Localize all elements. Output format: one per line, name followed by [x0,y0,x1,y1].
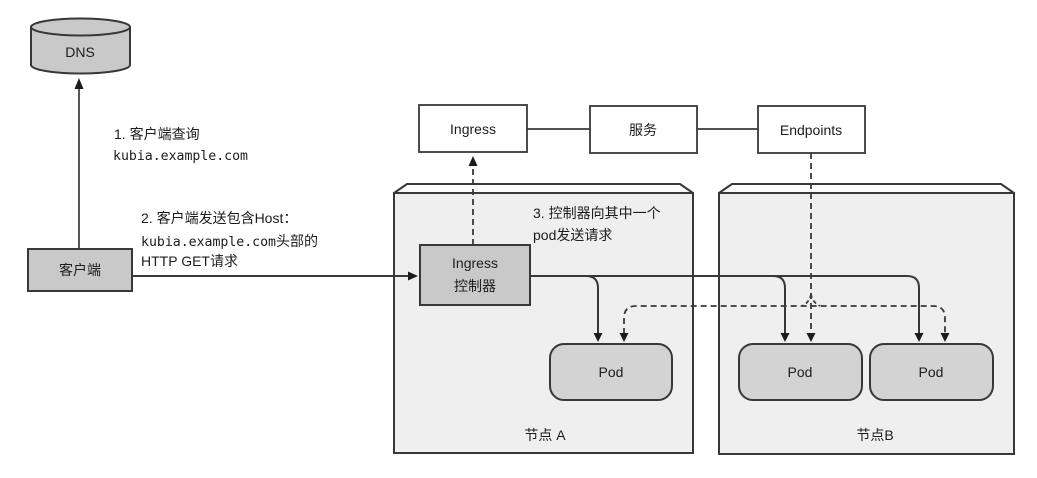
step1-line1: 1. 客户端查询 [114,126,200,142]
node-b: 节点B [718,183,1015,455]
node-b-top-face [718,183,1015,194]
dashed-fork-right [810,293,821,307]
service-label: 服务 [629,122,657,138]
client-controller-arrowhead [408,271,418,281]
ingress-resource: Ingress [418,104,528,153]
pod-a-box [549,343,673,401]
step2-line2: kubia.example.com头部的 [141,233,318,250]
controller-ingress-arrowhead [468,156,478,166]
route-to-pod-a [585,275,599,334]
endpoints-horizontal-dashed [623,305,946,334]
step1-annotation: 1. 客户端查询 kubia.example.com [113,126,248,164]
step3-line1: 3. 控制器向其中一个 [533,205,661,221]
route-pod-a-arrowhead [593,333,603,342]
node-a-top-face [393,183,694,194]
endpoints-pod-b2-arrowhead [940,333,950,342]
pod-b1-box [738,343,863,401]
step2-line2-suffix: 头部的 [276,233,318,249]
ingress-controller-label-line1: Ingress [452,255,498,271]
node-a-front-face [393,192,694,454]
client-dns-arrow [74,78,84,248]
ingress-controller: Ingress 控制器 [419,244,531,306]
node-a: 节点 A [393,183,694,454]
service-box [589,105,698,154]
step1-line2: kubia.example.com [113,149,248,164]
client-controller-arrow [132,271,418,281]
pod-b2-box [869,343,994,401]
client: 客户端 [27,248,133,292]
endpoints-pod-dashed-routes [619,153,950,342]
ingress-controller-box [419,244,531,306]
step3-annotation: 3. 控制器向其中一个 pod发送请求 [533,205,661,243]
route-pod-b1-arrowhead [780,333,790,342]
node-b-label: 节点B [856,427,893,443]
endpoints-box [757,105,866,154]
service-resource: 服务 [589,105,698,154]
dns-database: DNS [30,17,131,75]
ingress-controller-label-line2: 控制器 [454,278,496,294]
pod-b2-label: Pod [919,364,944,380]
client-label: 客户端 [59,262,101,278]
dns-label: DNS [65,44,95,60]
pod-b1: Pod [738,343,863,401]
pod-a: Pod [549,343,673,401]
ingress-resource-label: Ingress [450,121,496,137]
client-dns-arrowhead [74,78,84,89]
controller-ingress-dashed-arrow [468,156,478,245]
route-pod-b2-arrowhead [914,333,924,342]
step3-line2: pod发送请求 [533,227,612,243]
step2-line2-code: kubia.example.com [141,235,276,250]
pod-a-label: Pod [599,364,624,380]
pod-b2: Pod [869,343,994,401]
controller-pod-routes [530,275,924,342]
endpoints-label: Endpoints [780,122,842,138]
node-b-front-face [718,192,1015,455]
ingress-resource-box [418,104,528,153]
route-to-pod-b2 [530,275,920,334]
pod-b1-label: Pod [788,364,813,380]
endpoints-resource: Endpoints [757,105,866,154]
dns-cylinder-body [30,27,131,75]
endpoints-pod-a-arrowhead [619,333,629,342]
step2-annotation: 2. 客户端发送包含Host： kubia.example.com头部的 HTT… [141,210,318,269]
endpoints-pod-b1-arrowhead [806,333,816,342]
dns-cylinder-top [30,17,131,37]
route-to-pod-b1 [772,275,786,334]
step2-line1: 2. 客户端发送包含Host： [141,210,297,226]
client-box [27,248,133,292]
step2-line3: HTTP GET请求 [141,253,238,269]
node-a-label: 节点 A [524,427,566,443]
